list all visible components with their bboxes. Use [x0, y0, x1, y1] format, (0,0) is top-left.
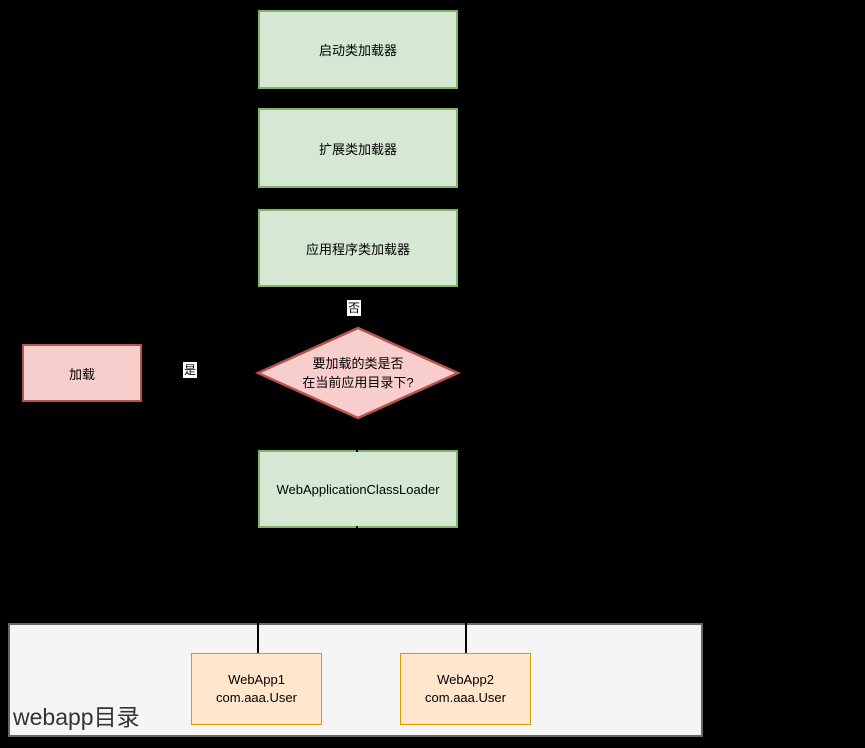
webapp-directory-container: webapp目录 [8, 623, 703, 737]
edge-label-no: 否 [347, 300, 362, 316]
decision-line-2: 在当前应用目录下? [302, 375, 414, 390]
node-load: 加载 [22, 344, 142, 402]
connector-stub-top [356, 448, 358, 452]
node-extension-label: 扩展类加载器 [318, 141, 397, 157]
node-wacl-label: WebApplicationClassLoader [276, 481, 440, 497]
connector-to-webapp1 [257, 623, 259, 653]
node-application-classloader: 应用程序类加载器 [258, 209, 458, 287]
webapp-directory-label: webapp目录 [13, 704, 140, 730]
webapp2-title: WebApp2 [437, 672, 494, 687]
node-load-label: 加载 [68, 366, 95, 382]
node-extension-classloader: 扩展类加载器 [258, 108, 458, 188]
connector-stub-bottom [356, 526, 358, 530]
webapp2-class: com.aaa.User [425, 690, 506, 705]
node-bootstrap-label: 启动类加载器 [318, 43, 397, 58]
decision-diamond-text: 要加载的类是否 在当前应用目录下? [258, 328, 458, 418]
edge-label-yes: 是 [183, 362, 198, 378]
webapp1-title: WebApp1 [228, 672, 285, 687]
decision-diamond-shape [255, 326, 461, 420]
node-application-label: 应用程序类加载器 [305, 241, 410, 257]
node-webapp1: WebApp1 com.aaa.User [191, 653, 322, 725]
node-bootstrap-classloader: 启动类加载器 [258, 10, 458, 89]
decision-line-1: 要加载的类是否 [312, 356, 404, 371]
node-webapp2: WebApp2 com.aaa.User [400, 653, 531, 725]
connector-to-webapp2 [465, 623, 467, 653]
webapp1-class: com.aaa.User [216, 690, 297, 705]
node-webapplication-classloader: WebApplicationClassLoader [258, 450, 458, 528]
